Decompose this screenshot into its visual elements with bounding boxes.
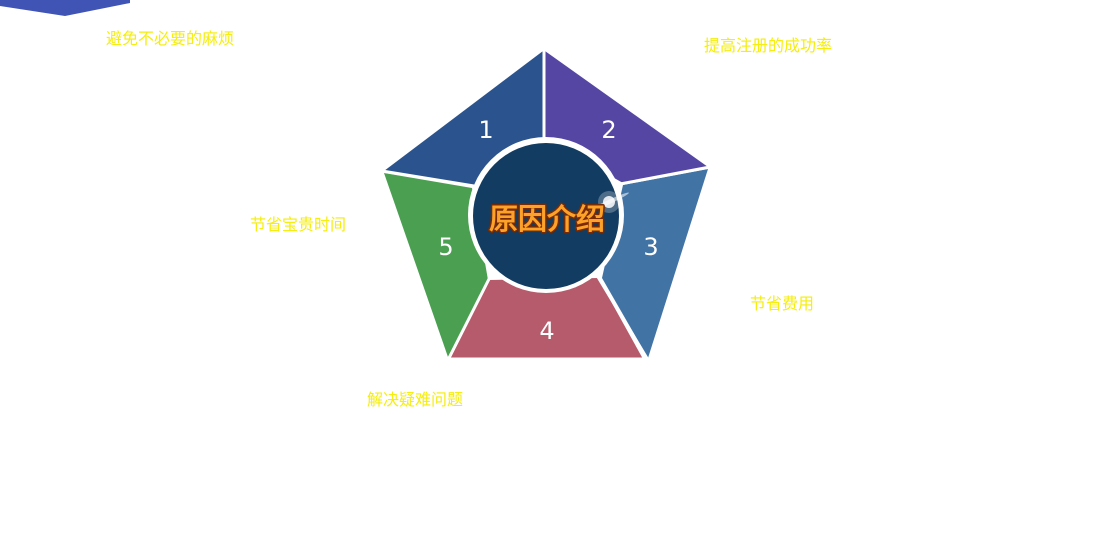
center-circle [473,143,619,289]
segment-number: 2 [601,116,616,144]
segment-label: 节省费用 [750,294,815,313]
segment-3 [602,169,708,358]
segment-5 [384,173,488,357]
segment-label: 提高注册的成功率 [704,36,833,55]
segment-number: 3 [643,233,658,261]
segment-number: 4 [539,317,554,345]
sparkle-icon [589,191,629,213]
segment-label: 节省宝贵时间 [250,215,347,234]
segment-number: 1 [478,116,493,144]
segment-label: 解决疑难问题 [367,390,464,409]
segment-4 [450,278,643,359]
segment-number: 5 [438,233,453,261]
segment-dividers [381,49,711,361]
segment-label: 避免不必要的麻烦 [106,29,235,48]
center-title: 原因介绍 [489,202,605,236]
corner-decoration [0,0,130,16]
